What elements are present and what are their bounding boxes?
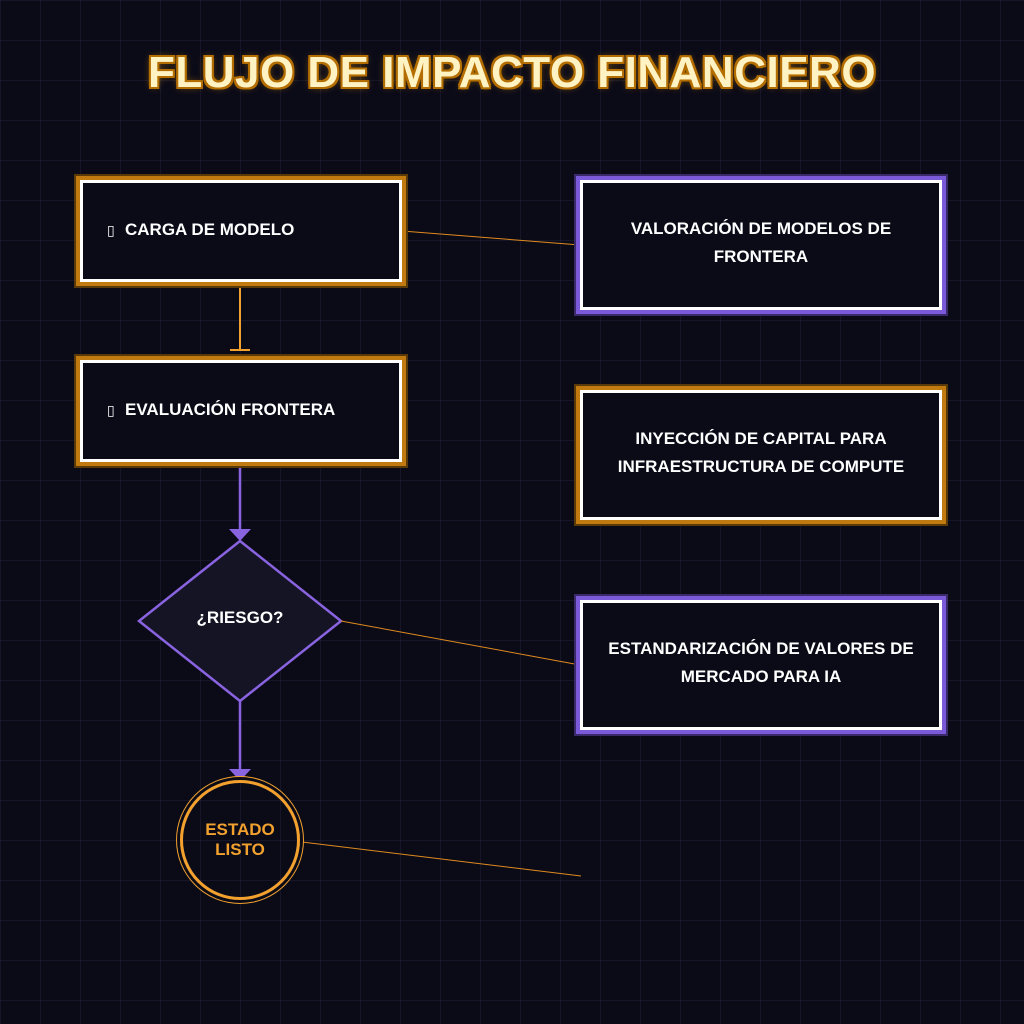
impact-label: INYECCIÓN DE CAPITAL PARA INFRAESTRUCTUR… bbox=[617, 429, 905, 476]
arrowhead-end bbox=[229, 769, 251, 781]
arrowhead-decision bbox=[229, 529, 251, 541]
connector-end-open bbox=[301, 841, 582, 877]
connector-step1-impact1 bbox=[401, 230, 581, 246]
page-title: FLUJO DE IMPACTO FINANCIERO bbox=[147, 48, 877, 97]
step-carga-de-modelo: ▯ CARGA DE MODELO bbox=[80, 180, 402, 282]
end-label: ESTADO LISTO bbox=[205, 820, 275, 859]
step-evaluacion-frontera: ▯ EVALUACIÓN FRONTERA bbox=[80, 360, 402, 462]
impact-valoracion: VALORACIÓN DE MODELOS DE FRONTERA bbox=[580, 180, 942, 310]
impact-estandarizacion: ESTANDARIZACIÓN DE VALORES DE MERCADO PA… bbox=[580, 600, 942, 730]
connector-decision-impact3 bbox=[340, 620, 581, 666]
end-terminal: ESTADO LISTO bbox=[180, 780, 300, 900]
impact-label: ESTANDARIZACIÓN DE VALORES DE MERCADO PA… bbox=[608, 639, 914, 686]
step-label: EVALUACIÓN FRONTERA bbox=[125, 400, 336, 419]
impact-label: VALORACIÓN DE MODELOS DE FRONTERA bbox=[630, 219, 892, 266]
box-icon: ▯ bbox=[107, 222, 115, 238]
decision-label: ¿RIESGO? bbox=[196, 608, 284, 627]
box-icon: ▯ bbox=[107, 402, 115, 418]
impact-inyeccion-capital: INYECCIÓN DE CAPITAL PARA INFRAESTRUCTUR… bbox=[580, 390, 942, 520]
step-label: CARGA DE MODELO bbox=[125, 220, 295, 239]
